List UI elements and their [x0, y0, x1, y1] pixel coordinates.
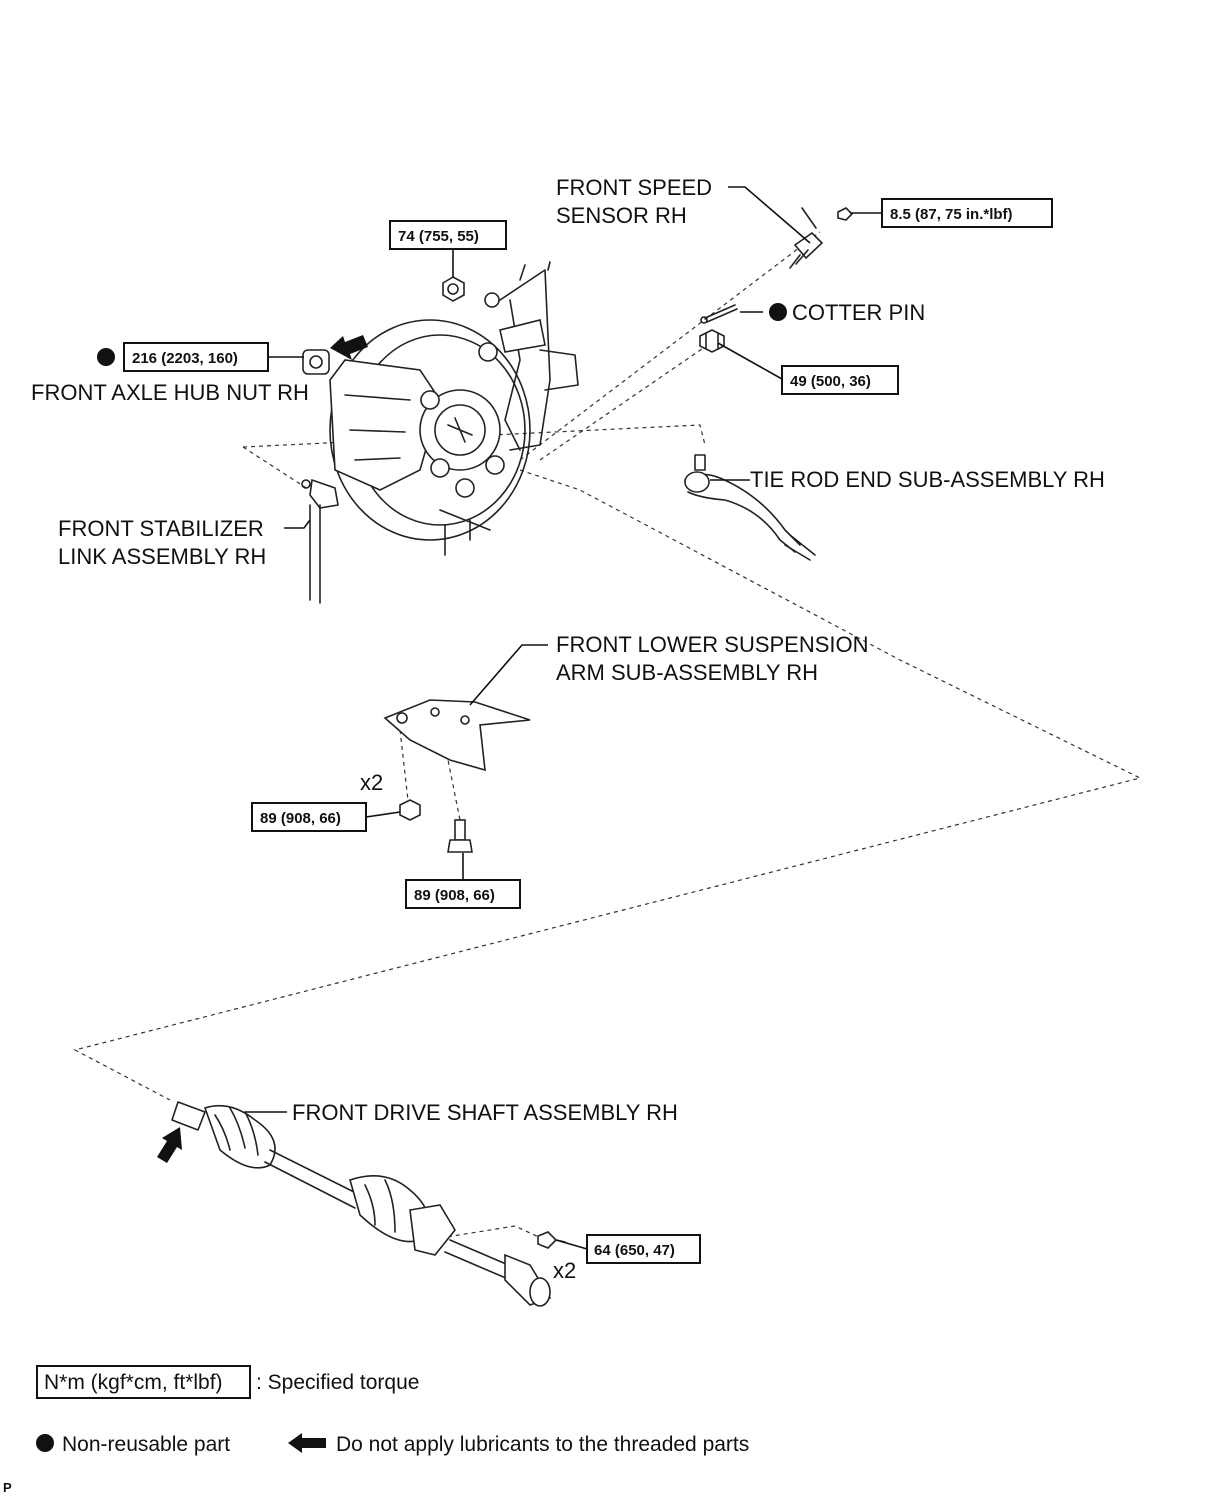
tie-rod-nut: [699, 329, 725, 353]
label-qty-arm: x2: [360, 770, 383, 795]
torque-upper-nut: 74 (755, 55): [398, 228, 479, 245]
torque-box-arm-bolt: 89 (908, 66): [405, 879, 521, 909]
label-drive-shaft: FRONT DRIVE SHAFT ASSEMBLY RH: [292, 1100, 678, 1125]
torque-box-speed-sensor: 8.5 (87, 75 in.*lbf): [881, 198, 1053, 228]
legend-no-lubricant: Do not apply lubricants to the threaded …: [336, 1433, 749, 1456]
torque-hub-nut: 216 (2203, 160): [132, 350, 238, 367]
torque-arm-bolt: 89 (908, 66): [414, 887, 495, 904]
lubricant-arrow-hub: [330, 335, 368, 360]
torque-tie-rod-nut: 49 (500, 36): [790, 373, 871, 390]
label-hub-nut: FRONT AXLE HUB NUT RH: [31, 380, 309, 405]
cotter-pin: [700, 304, 738, 324]
non-reusable-dot-hub: [97, 348, 115, 366]
leader-lines: [245, 186, 882, 1250]
label-qty-shaft: x2: [553, 1258, 576, 1283]
torque-box-tie-rod-nut: 49 (500, 36): [781, 365, 899, 395]
legend-non-reusable-dot: [36, 1434, 54, 1452]
legend-arrow-icon: [288, 1433, 326, 1453]
label-speed-sensor-line2: SENSOR RH: [556, 203, 687, 228]
legend-torque-desc: : Specified torque: [256, 1371, 419, 1394]
upper-nut: [442, 276, 465, 302]
corner-mark: P: [3, 1480, 12, 1495]
legend-torque-unit: N*m (kgf*cm, ft*lbf): [44, 1371, 223, 1394]
lubricant-arrow-shaft: [157, 1127, 182, 1163]
torque-box-shaft-bolt: 64 (650, 47): [586, 1234, 701, 1264]
label-stabilizer-line2: LINK ASSEMBLY RH: [58, 544, 266, 569]
torque-arm-nut: 89 (908, 66): [260, 810, 341, 827]
label-tie-rod: TIE ROD END SUB-ASSEMBLY RH: [750, 467, 1105, 492]
torque-shaft-bolt: 64 (650, 47): [594, 1242, 675, 1259]
torque-box-hub-nut: 216 (2203, 160): [123, 342, 269, 372]
label-stabilizer-line1: FRONT STABILIZER: [58, 516, 264, 541]
steering-knuckle-hub: [329, 261, 579, 556]
label-lower-arm-line2: ARM SUB-ASSEMBLY RH: [556, 660, 818, 685]
drive-shaft: [171, 1101, 552, 1307]
legend-torque-box: [36, 1365, 251, 1399]
arm-nut: [399, 799, 421, 821]
non-reusable-dot-cotter: [769, 303, 787, 321]
lower-arm: [383, 699, 531, 772]
stabilizer-link: [301, 478, 339, 604]
torque-box-upper-nut: 74 (755, 55): [389, 220, 507, 250]
hub-nut: [302, 349, 330, 375]
label-lower-arm-line1: FRONT LOWER SUSPENSION: [556, 632, 869, 657]
label-speed-sensor-line1: FRONT SPEED: [556, 175, 712, 200]
speed-sensor: [789, 207, 854, 269]
arm-bolt: [447, 819, 473, 853]
label-cotter-pin: COTTER PIN: [792, 300, 925, 325]
legend: N*m (kgf*cm, ft*lbf) : Specified torque …: [36, 1365, 749, 1456]
legend-non-reusable: Non-reusable part: [62, 1433, 230, 1456]
torque-box-arm-nut: 89 (908, 66): [251, 802, 367, 832]
shaft-bolt: [537, 1231, 566, 1249]
torque-speed-sensor: 8.5 (87, 75 in.*lbf): [890, 206, 1013, 223]
